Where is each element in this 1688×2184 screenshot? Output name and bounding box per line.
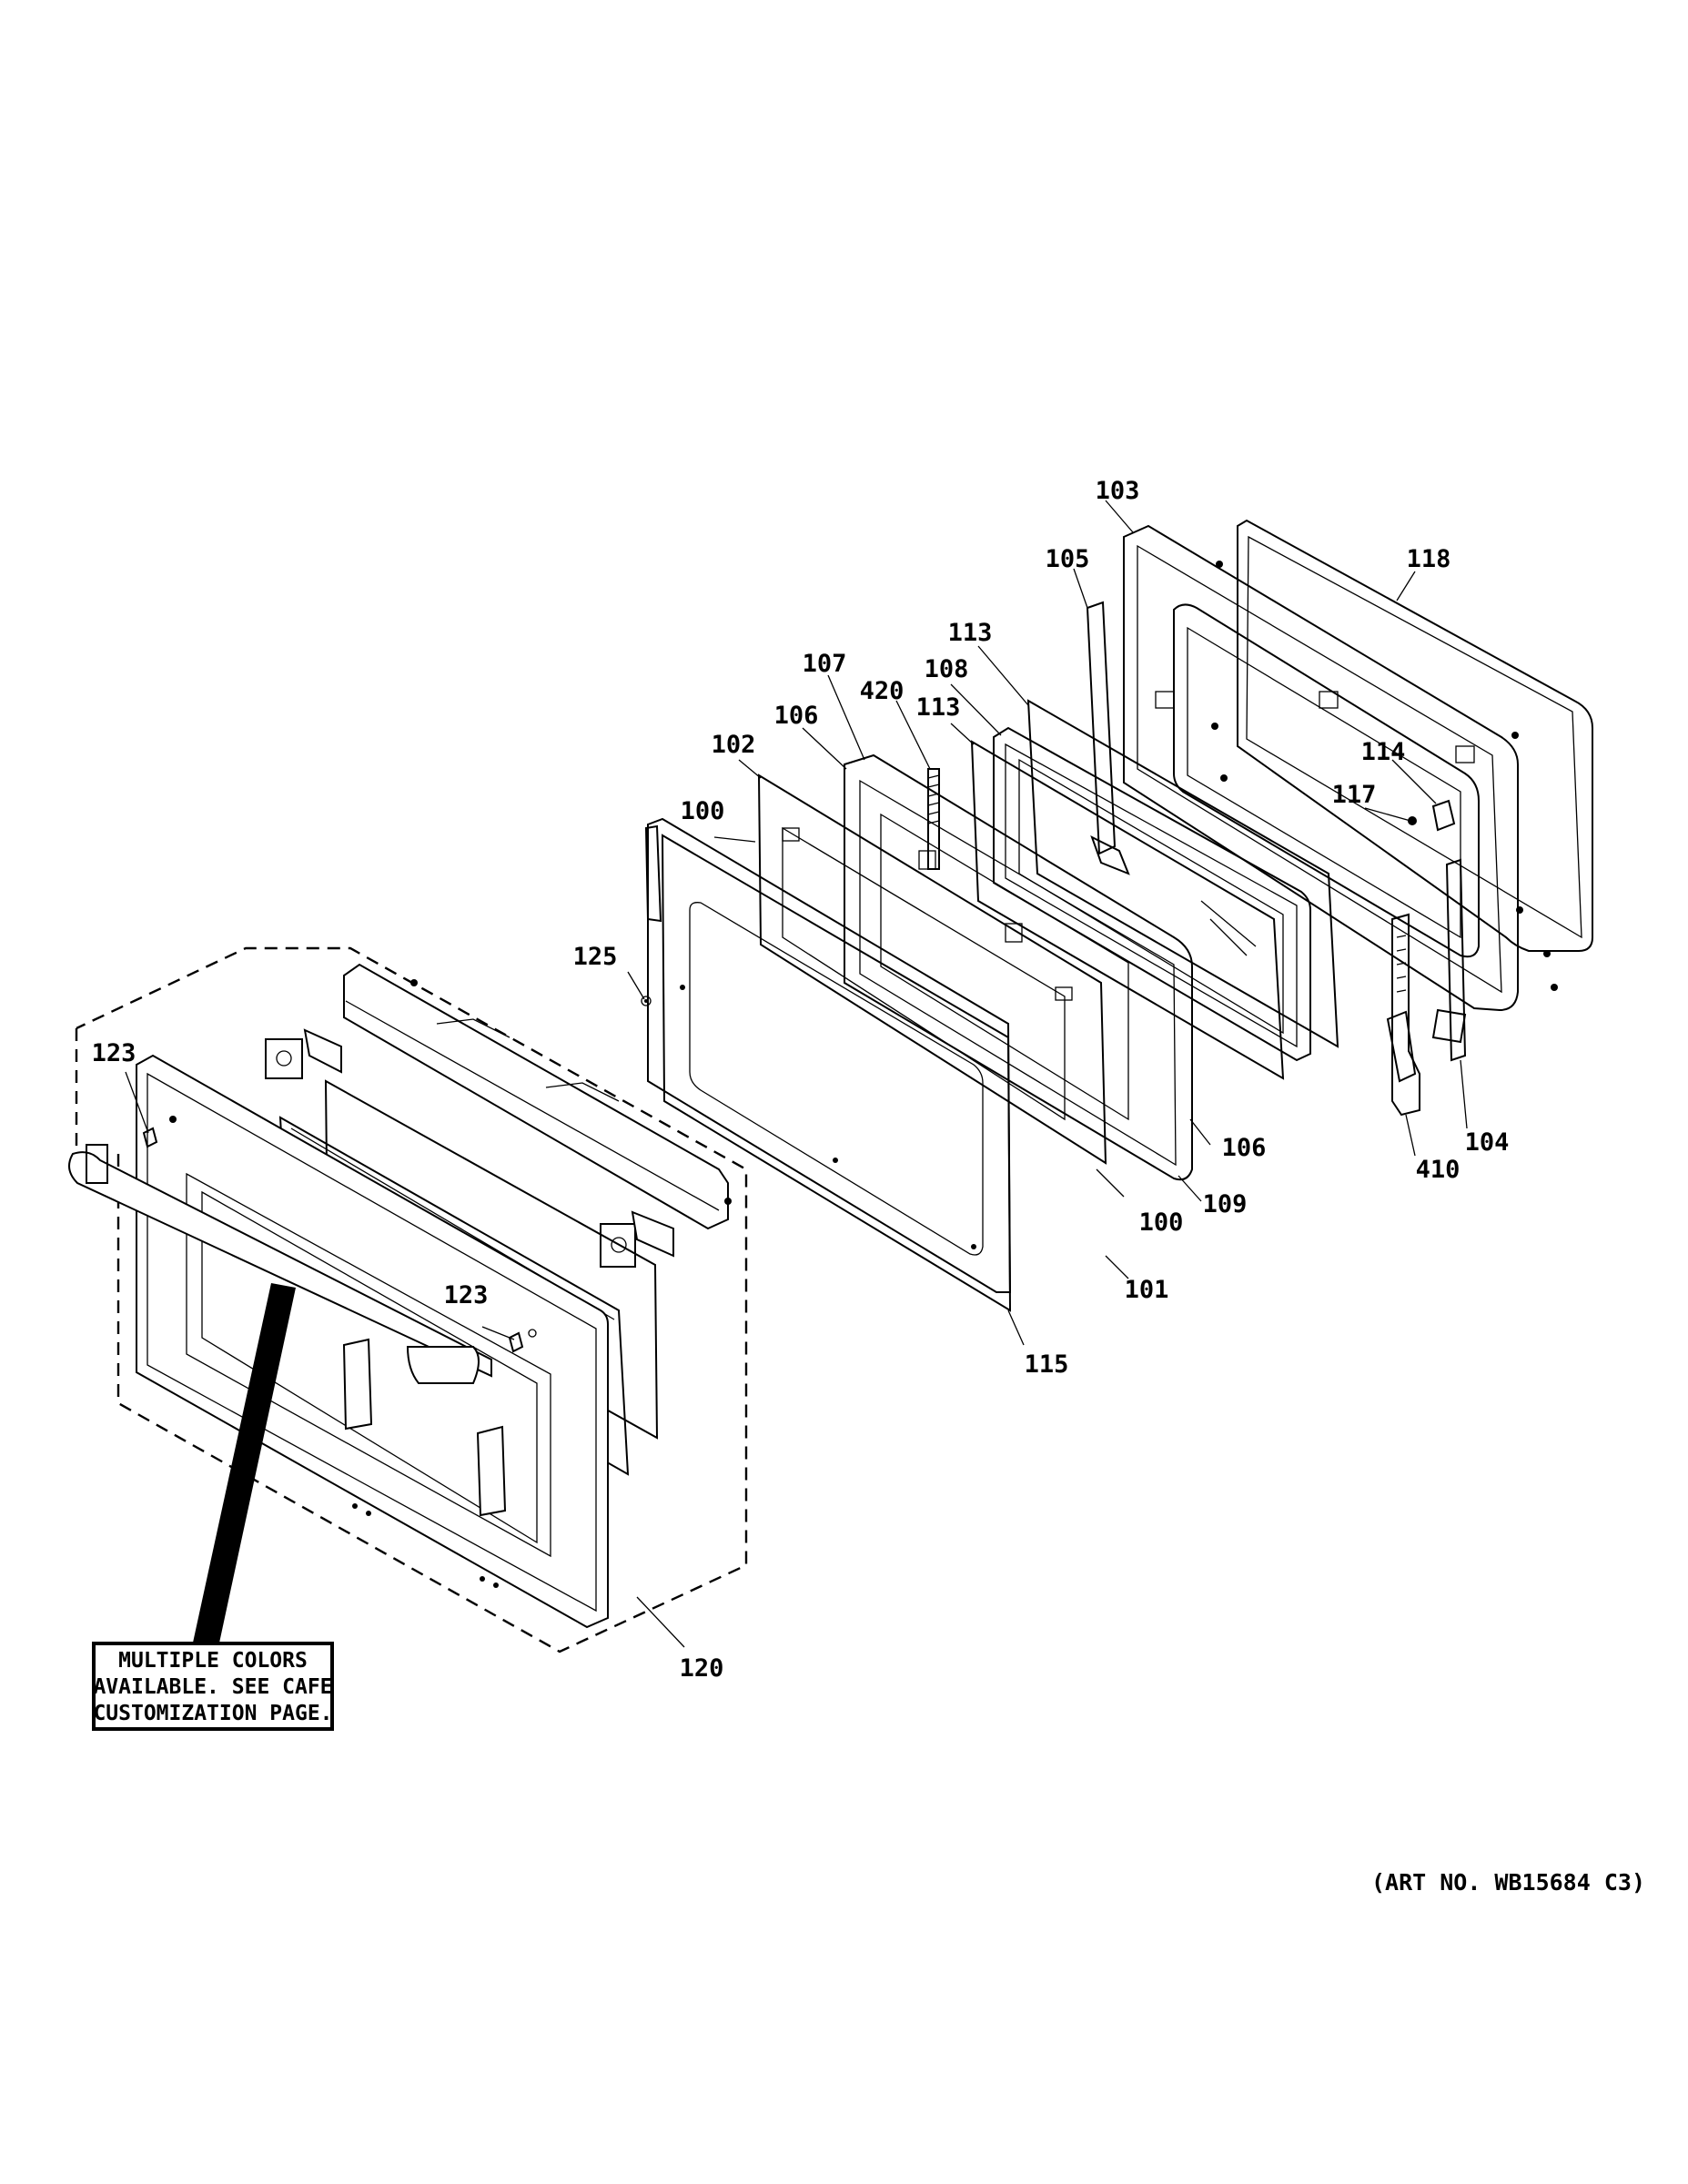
- callout-line-3: CUSTOMIZATION PAGE.: [93, 1702, 332, 1725]
- part-120-outer-door-assembly: [68, 946, 748, 1653]
- label-125: 125: [573, 943, 618, 971]
- label-100-top: 100: [681, 797, 725, 825]
- part-labels: 103 118 105 113 107 108 420 113 106 102 …: [92, 477, 1510, 1683]
- label-114: 114: [1361, 738, 1406, 766]
- callout-line-2: AVAILABLE. SEE CAFE: [93, 1675, 332, 1699]
- label-123-left: 123: [92, 1039, 136, 1067]
- label-113-front: 113: [916, 693, 961, 722]
- label-115: 115: [1025, 1350, 1069, 1379]
- label-103: 103: [1096, 477, 1140, 505]
- label-106-top: 106: [774, 702, 819, 730]
- part-410-hinge: [1386, 913, 1420, 1117]
- label-113-rear: 113: [948, 619, 993, 647]
- part-114-bracket: [1431, 799, 1456, 832]
- part-117-screw: [1408, 816, 1417, 825]
- part-105-strip: [1086, 601, 1130, 875]
- label-100-bottom: 100: [1139, 1208, 1184, 1237]
- label-420: 420: [860, 677, 905, 705]
- label-123-right: 123: [444, 1281, 489, 1309]
- customization-callout: MULTIPLE COLORS AVAILABLE. SEE CAFE CUST…: [92, 1283, 334, 1731]
- label-107: 107: [803, 650, 847, 678]
- part-103-inner-door-frame: [1123, 524, 1519, 1012]
- part-108-window-pack: [993, 726, 1311, 1062]
- art-number: (ART NO. WB15684 C3): [1371, 1869, 1645, 1896]
- part-125-screw: [641, 996, 652, 1006]
- part-113-glass-front: [970, 740, 1285, 1080]
- label-104: 104: [1465, 1128, 1510, 1157]
- label-101: 101: [1125, 1276, 1169, 1304]
- label-109: 109: [1203, 1190, 1248, 1218]
- part-102-insulation: [757, 774, 1107, 1165]
- label-106-bottom: 106: [1222, 1134, 1267, 1162]
- part-115-front-glass: [661, 834, 1012, 1312]
- label-118: 118: [1407, 545, 1451, 573]
- part-118-inner-panel: [1237, 519, 1593, 952]
- label-117: 117: [1332, 781, 1377, 809]
- leader-lines: [125, 500, 1468, 1648]
- part-106-inner-frame: [844, 753, 1193, 1181]
- label-108: 108: [925, 655, 969, 683]
- part-113-glass-rear: [1026, 699, 1339, 1048]
- label-410: 410: [1416, 1156, 1461, 1184]
- part-104-bracket: [1431, 858, 1467, 1062]
- label-105: 105: [1046, 545, 1090, 573]
- part-123-screw-right: [508, 1329, 537, 1353]
- part-420-spring: [927, 768, 940, 870]
- callout-line-1: MULTIPLE COLORS: [118, 1649, 308, 1673]
- label-102: 102: [712, 731, 756, 759]
- label-120: 120: [680, 1654, 724, 1683]
- part-123-screw-left: [142, 1127, 158, 1148]
- screws-103: [1211, 561, 1558, 991]
